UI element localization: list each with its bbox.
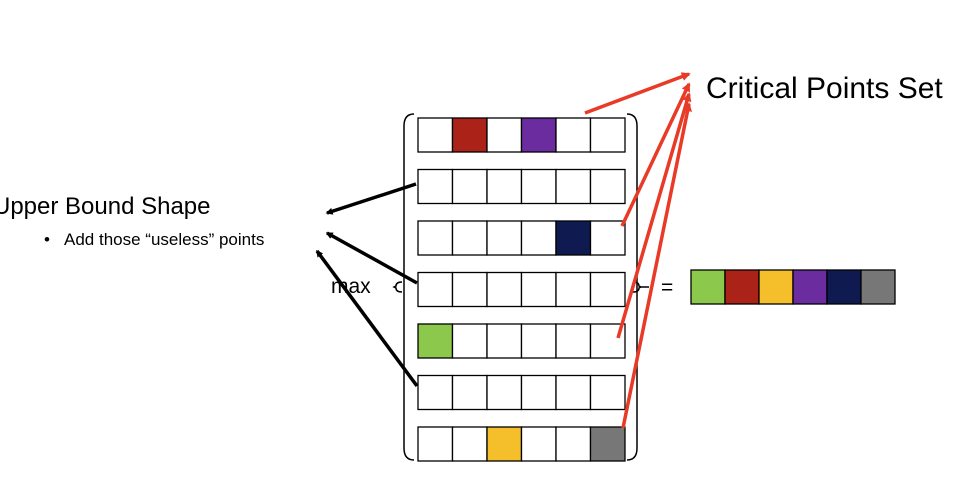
matrix-cell bbox=[417, 271, 454, 308]
matrix-row bbox=[417, 220, 626, 256]
black-arrow-row4 bbox=[325, 231, 418, 285]
matrix-cell-red bbox=[451, 117, 488, 153]
matrix-cell bbox=[555, 271, 592, 308]
matrix-cell bbox=[589, 220, 626, 256]
matrix-cell bbox=[589, 271, 626, 308]
result-cell-purple bbox=[792, 269, 828, 305]
matrix-cell bbox=[520, 220, 557, 256]
red-arrow-row3 bbox=[620, 82, 691, 227]
matrix-cell bbox=[486, 117, 523, 153]
matrix-cell bbox=[555, 168, 592, 205]
matrix-cell bbox=[555, 374, 592, 411]
matrix-cell bbox=[417, 117, 454, 153]
matrix-cell bbox=[589, 117, 626, 153]
result-cell-red bbox=[724, 269, 760, 305]
matrix-right-bracket bbox=[626, 113, 638, 461]
result-cell-gray bbox=[860, 269, 896, 305]
max-right-brace bbox=[632, 281, 649, 293]
matrix-cell bbox=[520, 374, 557, 411]
matrix-cell bbox=[520, 168, 557, 205]
matrix-cell bbox=[486, 374, 523, 411]
matrix-cell bbox=[451, 426, 488, 462]
matrix-cell bbox=[555, 426, 592, 462]
matrix-cell bbox=[486, 168, 523, 205]
red-arrow-row1 bbox=[584, 72, 691, 115]
matrix-cell bbox=[486, 271, 523, 308]
matrix-cell bbox=[417, 374, 454, 411]
matrix-cell bbox=[589, 374, 626, 411]
black-arrow-row6 bbox=[315, 249, 419, 388]
matrix-row bbox=[417, 374, 626, 411]
matrix-cell bbox=[417, 168, 454, 205]
matrix-left-bracket bbox=[403, 113, 415, 461]
matrix-cell bbox=[520, 271, 557, 308]
red-arrow-row7 bbox=[621, 102, 692, 429]
matrix-cell bbox=[417, 426, 454, 462]
matrix-row bbox=[417, 168, 626, 205]
matrix-cell bbox=[451, 271, 488, 308]
bullet-item: • Add those “useless” points bbox=[44, 230, 264, 250]
matrix-cell bbox=[520, 323, 557, 359]
red-arrow-row5 bbox=[616, 92, 692, 339]
points-matrix bbox=[417, 117, 626, 462]
result-row bbox=[690, 269, 896, 305]
matrix-cell bbox=[451, 168, 488, 205]
matrix-row bbox=[417, 117, 626, 153]
matrix-cell bbox=[417, 220, 454, 256]
matrix-row bbox=[417, 271, 626, 308]
matrix-row bbox=[417, 426, 626, 462]
matrix-cell-green bbox=[417, 323, 454, 359]
result-cell-navy bbox=[826, 269, 862, 305]
matrix-cell-gray bbox=[589, 426, 626, 462]
matrix-cell bbox=[555, 117, 592, 153]
bullet-text: Add those “useless” points bbox=[64, 230, 265, 249]
bullet-dot: • bbox=[44, 230, 50, 249]
matrix-cell bbox=[589, 168, 626, 205]
matrix-cell-yellow bbox=[486, 426, 523, 462]
matrix-cell-navy bbox=[555, 220, 592, 256]
result-cell-yellow bbox=[758, 269, 794, 305]
upper-bound-heading: Upper Bound Shape bbox=[0, 193, 211, 220]
matrix-cell bbox=[486, 323, 523, 359]
matrix-row bbox=[417, 323, 626, 359]
result-cell-green bbox=[690, 269, 726, 305]
max-left-brace bbox=[392, 281, 403, 293]
matrix-cell bbox=[451, 374, 488, 411]
matrix-cell bbox=[451, 323, 488, 359]
critical-points-label: Critical Points Set bbox=[706, 72, 943, 105]
max-label: max bbox=[331, 275, 371, 298]
equals-label: = bbox=[661, 276, 674, 299]
black-arrow-row2 bbox=[325, 182, 417, 215]
matrix-cell-purple bbox=[520, 117, 557, 153]
matrix-cell bbox=[451, 220, 488, 256]
matrix-cell bbox=[555, 323, 592, 359]
matrix-cell bbox=[520, 426, 557, 462]
matrix-cell bbox=[486, 220, 523, 256]
